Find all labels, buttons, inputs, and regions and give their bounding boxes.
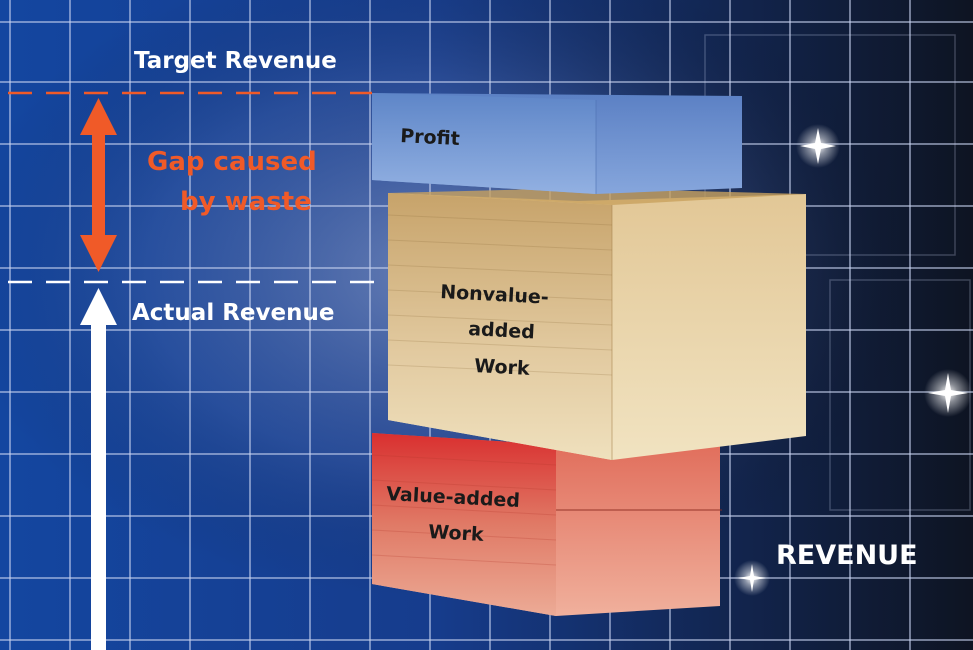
value-added-work-box — [371, 433, 722, 616]
value-added-label-line2: Work — [428, 521, 485, 546]
gap-label-line1: Gap caused — [147, 147, 317, 177]
nonvalue-label-line3: Work — [474, 355, 531, 380]
revenue-label: REVENUE — [776, 540, 918, 571]
revenue-arrow — [80, 288, 117, 650]
profit-label: Profit — [400, 125, 461, 150]
gap-label-line2: by waste — [180, 187, 312, 217]
nonvalue-added-work-box — [387, 188, 806, 460]
target-revenue-label: Target Revenue — [134, 48, 337, 74]
profit-box — [372, 93, 742, 194]
sparkles — [734, 124, 972, 596]
gap-arrow — [80, 98, 117, 272]
actual-revenue-label: Actual Revenue — [132, 300, 334, 326]
nonvalue-label-line2: added — [468, 318, 536, 343]
